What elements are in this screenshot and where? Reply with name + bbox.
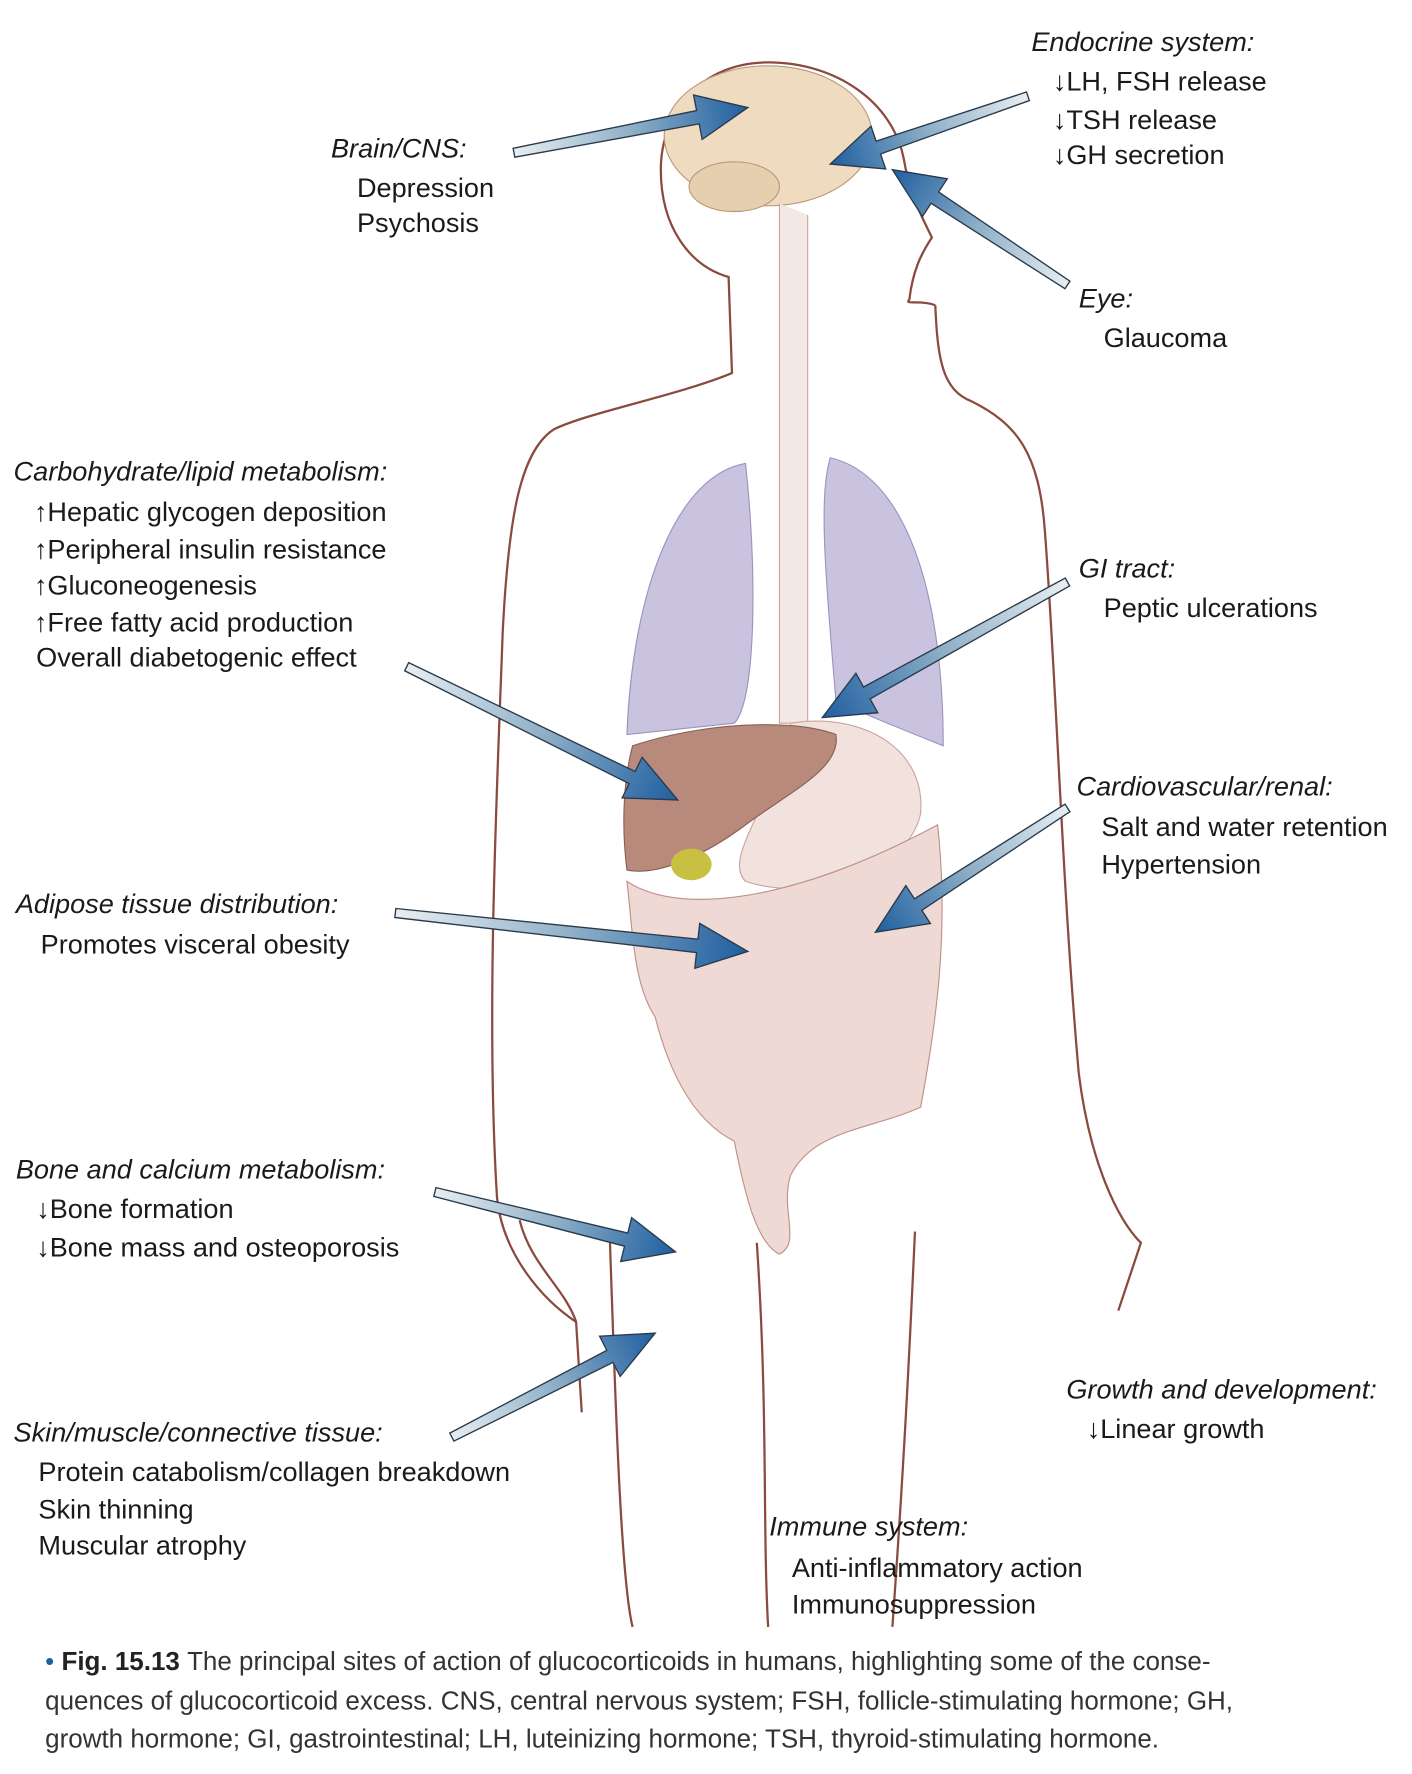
body-figure bbox=[491, 61, 1143, 1628]
arrow-cv bbox=[874, 803, 1071, 934]
label-item: Depression bbox=[357, 172, 494, 203]
label-title: Skin/muscle/connective tissue: bbox=[14, 1417, 383, 1448]
arrow-shape bbox=[512, 94, 750, 158]
arrow-shape bbox=[890, 168, 1071, 290]
left-lung bbox=[626, 462, 754, 736]
label-title: Bone and calcium metabolism: bbox=[16, 1153, 385, 1184]
arrow-carb bbox=[403, 661, 680, 801]
arrow-eye bbox=[890, 168, 1071, 290]
arrow-adipose bbox=[394, 907, 750, 970]
label-item: ↓TSH release bbox=[1053, 104, 1217, 135]
label-item: ↑Peripheral insulin resistance bbox=[34, 533, 387, 564]
cerebellum bbox=[688, 161, 780, 213]
label-title: Endocrine system: bbox=[1031, 26, 1254, 57]
label-item: Glaucoma bbox=[1104, 322, 1228, 353]
label-item: ↓LH, FSH release bbox=[1053, 66, 1267, 97]
gallbladder bbox=[670, 848, 712, 881]
label-immune: Immune system: Anti-inflammatory action … bbox=[769, 1510, 1082, 1619]
label-title: Brain/CNS: bbox=[331, 132, 467, 163]
label-item: ↓GH secretion bbox=[1053, 139, 1225, 170]
arrow-endocrine bbox=[828, 91, 1031, 170]
caption-line-1: • Fig. 15.13 The principal sites of acti… bbox=[45, 1646, 1210, 1676]
figure-number: Fig. 15.13 bbox=[61, 1646, 179, 1676]
label-item: ↓Linear growth bbox=[1087, 1413, 1265, 1444]
label-item: ↑Gluconeogenesis bbox=[34, 569, 257, 600]
arrow-shape bbox=[432, 1186, 678, 1263]
label-carb: Carbohydrate/lipid metabolism: ↑Hepatic … bbox=[14, 455, 388, 672]
caption-line-3: growth hormone; GI, gastrointestinal; LH… bbox=[45, 1724, 1159, 1754]
intestines bbox=[626, 823, 943, 1255]
caption-text: The principal sites of action of glucoco… bbox=[187, 1646, 1210, 1676]
leg-outline bbox=[608, 1231, 917, 1628]
label-item: Overall diabetogenic effect bbox=[36, 642, 357, 673]
label-endocrine: Endocrine system: ↓LH, FSH release ↓TSH … bbox=[1031, 26, 1266, 170]
label-item: ↑Hepatic glycogen deposition bbox=[34, 496, 387, 527]
arrow-shape bbox=[820, 577, 1071, 719]
label-brain: Brain/CNS: Depression Psychosis bbox=[331, 132, 494, 238]
arrow-shape bbox=[403, 661, 680, 801]
label-skin: Skin/muscle/connective tissue: Protein c… bbox=[14, 1417, 511, 1561]
label-title: Growth and development: bbox=[1066, 1374, 1376, 1405]
arrow-shape bbox=[874, 803, 1071, 934]
label-item: Skin thinning bbox=[38, 1493, 193, 1524]
label-item: Protein catabolism/collagen breakdown bbox=[38, 1456, 510, 1487]
label-item: ↑Free fatty acid production bbox=[34, 607, 353, 638]
label-adipose: Adipose tissue distribution: Promotes vi… bbox=[14, 888, 350, 960]
arrow-gi bbox=[820, 577, 1071, 719]
label-item: Promotes visceral obesity bbox=[41, 929, 350, 960]
arrow-bone bbox=[432, 1186, 678, 1263]
label-title: Carbohydrate/lipid metabolism: bbox=[14, 455, 388, 486]
label-gi: GI tract: Peptic ulcerations bbox=[1079, 552, 1318, 623]
label-item: ↓Bone formation bbox=[36, 1193, 233, 1224]
label-item: Immunosuppression bbox=[792, 1588, 1036, 1619]
bullet-icon: • bbox=[45, 1646, 61, 1676]
arrows bbox=[394, 91, 1071, 1443]
label-item: Salt and water retention bbox=[1101, 811, 1387, 842]
body-outline bbox=[491, 61, 1143, 1413]
label-title: Eye: bbox=[1079, 283, 1133, 314]
esophagus bbox=[778, 203, 809, 724]
arrow-brain bbox=[512, 94, 750, 158]
figure-caption: • Fig. 15.13 The principal sites of acti… bbox=[45, 1646, 1233, 1754]
label-item: Muscular atrophy bbox=[38, 1530, 246, 1561]
label-item: Psychosis bbox=[357, 207, 479, 238]
label-item: ↓Bone mass and osteoporosis bbox=[36, 1231, 399, 1262]
arrow-shape bbox=[394, 907, 750, 970]
caption-line-2: quences of glucocorticoid excess. CNS, c… bbox=[45, 1685, 1233, 1715]
label-item: Hypertension bbox=[1101, 848, 1261, 879]
arrow-shape bbox=[448, 1332, 657, 1443]
label-title: GI tract: bbox=[1079, 552, 1175, 583]
label-title: Cardiovascular/renal: bbox=[1077, 771, 1333, 802]
arrow-skin bbox=[448, 1332, 657, 1443]
label-bone: Bone and calcium metabolism: ↓Bone forma… bbox=[16, 1153, 400, 1262]
label-title: Adipose tissue distribution: bbox=[14, 888, 338, 919]
label-item: Anti-inflammatory action bbox=[792, 1552, 1083, 1583]
arrow-shape bbox=[828, 91, 1031, 170]
label-eye: Eye: Glaucoma bbox=[1079, 283, 1228, 354]
label-item: Peptic ulcerations bbox=[1104, 592, 1318, 623]
label-title: Immune system: bbox=[769, 1510, 968, 1541]
liver bbox=[623, 724, 837, 872]
label-growth: Growth and development: ↓Linear growth bbox=[1066, 1374, 1376, 1445]
label-cv: Cardiovascular/renal: Salt and water ret… bbox=[1077, 771, 1388, 880]
